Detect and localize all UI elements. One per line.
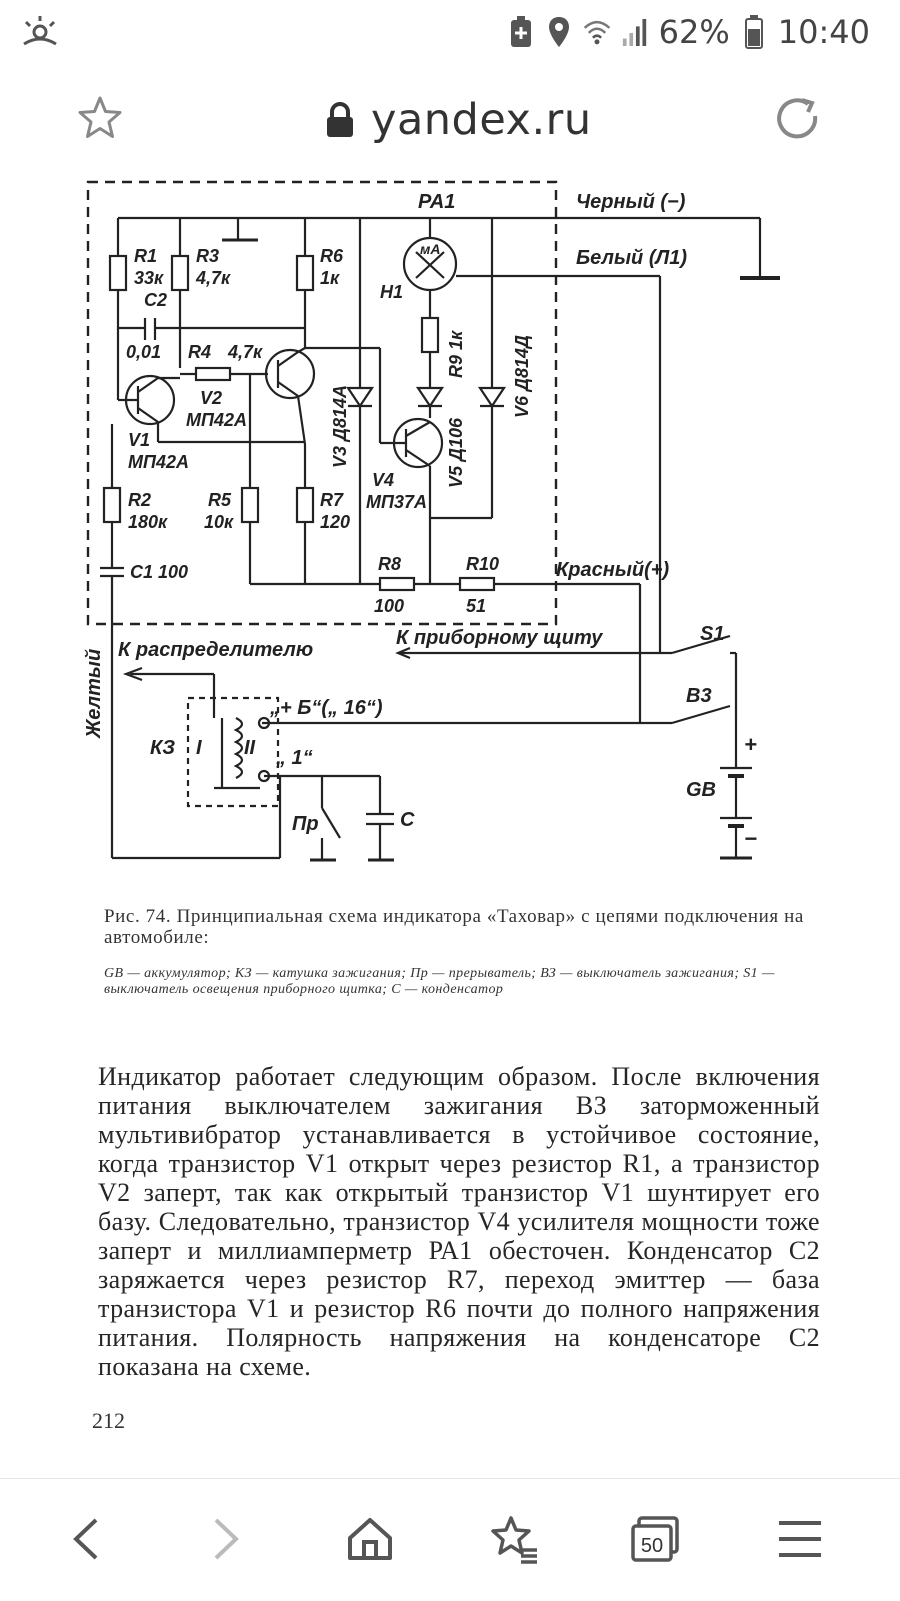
label-k3: КЗ xyxy=(150,737,175,759)
label-terminal-1: „ 1“ xyxy=(275,747,313,769)
label-v6: V6 Д814Д xyxy=(512,335,532,418)
label-r4: R4 xyxy=(188,342,211,362)
address-bar: yandex.ru xyxy=(0,64,900,179)
status-bar: 62% 10:40 xyxy=(0,0,900,64)
hotspot-icon xyxy=(23,16,57,46)
clock: 10:40 xyxy=(777,13,870,51)
url-text: yandex.ru xyxy=(371,95,592,145)
label-c1: C1 100 xyxy=(130,562,188,582)
label-pr: Пр xyxy=(292,813,319,835)
label-r9: R9 1к xyxy=(446,330,466,378)
label-b3: B3 xyxy=(686,685,712,707)
battery-saver-icon xyxy=(510,16,531,47)
label-r10-value: 51 xyxy=(466,596,486,616)
label-r1: R1 xyxy=(134,246,157,266)
bottom-navigation: 50 xyxy=(0,1478,900,1601)
url-field[interactable]: yandex.ru xyxy=(325,92,592,148)
wifi-icon xyxy=(583,20,610,45)
menu-button[interactable] xyxy=(770,1509,830,1569)
label-pa1: PA1 xyxy=(418,191,455,213)
figure-legend: GB — аккумулятор; КЗ — катушка зажигания… xyxy=(104,966,775,997)
forward-button[interactable] xyxy=(196,1509,256,1569)
label-v4-type: МП37А xyxy=(366,492,427,512)
label-r10: R10 xyxy=(466,554,499,574)
label-r8-value: 100 xyxy=(374,596,404,616)
label-r4-value: 4,7к xyxy=(227,342,263,362)
label-black-wire: Черный (−) xyxy=(576,191,686,213)
label-v5: V5 Д106 xyxy=(446,417,466,488)
reload-icon[interactable] xyxy=(772,94,822,144)
back-icon xyxy=(73,1518,98,1560)
home-icon xyxy=(348,1518,392,1560)
tabs-button[interactable]: 50 xyxy=(626,1509,686,1569)
label-plus-b: „+ Б“(„ 16“) xyxy=(269,697,383,719)
label-yellow-wire: Желтый xyxy=(83,649,105,739)
label-coil-secondary: II xyxy=(244,737,256,759)
label-r3: R3 xyxy=(196,246,219,266)
label-plus: + xyxy=(744,732,757,757)
label-v4: V4 xyxy=(372,470,394,490)
label-minus: − xyxy=(744,826,757,851)
label-r3-value: 4,7к xyxy=(195,268,231,288)
label-c2: C2 xyxy=(144,290,167,310)
label-r7-value: 120 xyxy=(320,512,350,532)
label-r1-value: 33к xyxy=(134,268,164,288)
label-r6-value: 1к xyxy=(320,268,340,288)
home-button[interactable] xyxy=(340,1509,400,1569)
label-c: C xyxy=(400,809,415,831)
body-paragraph: Индикатор работает следующим образом. По… xyxy=(98,1062,820,1381)
forward-icon xyxy=(214,1518,239,1560)
page-content[interactable]: PA1 Черный (−) Белый (Л1) R1 33к R3 4,7к… xyxy=(0,178,900,1478)
battery-icon xyxy=(744,15,763,49)
favorites-button[interactable] xyxy=(484,1509,544,1569)
label-v1-type: МП42А xyxy=(128,452,189,472)
tabs-icon: 50 xyxy=(631,1516,679,1562)
favorites-icon xyxy=(491,1516,537,1564)
label-v2-type: МП42А xyxy=(186,410,247,430)
star-icon[interactable] xyxy=(76,94,124,142)
label-s1: S1 xyxy=(700,623,724,645)
label-c2-value: 0,01 xyxy=(126,342,161,362)
page-number: 212 xyxy=(92,1408,125,1433)
label-h1: H1 xyxy=(380,282,403,302)
label-v2: V2 xyxy=(200,388,222,408)
label-coil-primary: I xyxy=(196,737,202,759)
battery-percent: 62% xyxy=(658,13,730,51)
label-v1: V1 xyxy=(128,430,150,450)
label-r7: R7 xyxy=(320,490,344,510)
label-r6: R6 xyxy=(320,246,344,266)
label-to-distributor: К распределителю xyxy=(118,639,313,661)
back-button[interactable] xyxy=(56,1509,116,1569)
location-icon xyxy=(548,17,569,47)
label-v3: V3 Д814А xyxy=(330,385,350,468)
label-to-panel: К приборному щиту xyxy=(396,627,603,649)
label-r8: R8 xyxy=(378,554,401,574)
label-white-wire: Белый (Л1) xyxy=(576,247,687,269)
label-r2-value: 180к xyxy=(128,512,168,532)
figure-caption: Рис. 74. Принципиальная схема индикатора… xyxy=(104,906,804,948)
tabs-count: 50 xyxy=(641,1535,663,1557)
label-red-wire: Красный(+) xyxy=(556,559,669,581)
label-ma: мА xyxy=(420,241,440,257)
signal-icon xyxy=(622,18,646,46)
label-r2: R2 xyxy=(128,490,151,510)
lock-icon xyxy=(327,102,353,137)
label-gb: GB xyxy=(686,779,716,801)
label-r5-value: 10к xyxy=(204,512,234,532)
label-r5: R5 xyxy=(208,490,232,510)
menu-icon xyxy=(779,1521,821,1557)
circuit-schematic: PA1 Черный (−) Белый (Л1) R1 33к R3 4,7к… xyxy=(83,180,780,862)
